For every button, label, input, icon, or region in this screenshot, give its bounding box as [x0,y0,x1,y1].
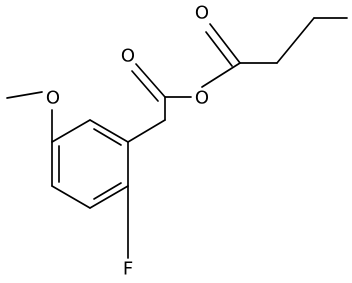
ester-carbonyl-oxygen-label: O [121,46,135,67]
butanoyl-carbonyl-oxygen-label: O [195,3,209,24]
bond-acyl-double-inner [205,31,233,67]
bond-acyl-double-outer [209,23,241,64]
bond-ring-inner-c3-c4 [93,182,122,200]
bond-ring-c1-c2 [89,119,129,143]
fluorine-label: F [123,259,133,280]
anhydride-bridge-oxygen-label: O [195,88,209,109]
methoxy-substituent [6,91,53,143]
bond-ring-inner-c1-c2 [93,128,122,146]
bond-ch2-ch2 [276,17,315,64]
bond-carbonyl-double-inner [131,70,159,102]
bond-methoxy-oxygen-methyl [6,91,43,99]
aroyl-carbonyl-group [127,63,192,143]
bond-carbonyl-double-outer [135,63,166,98]
butanoyl-group [201,17,348,88]
methoxy-oxygen-label: O [46,88,60,109]
benzene-ring [51,119,129,209]
bond-ring-c3-c4 [89,185,129,209]
bond-ring-c6-c1 [51,119,91,143]
bond-ring-carbonyl-carbon [127,119,166,143]
bond-bridge-oxygen-acyl-carbon [201,62,241,88]
bond-ring-c4-c5 [51,185,91,209]
